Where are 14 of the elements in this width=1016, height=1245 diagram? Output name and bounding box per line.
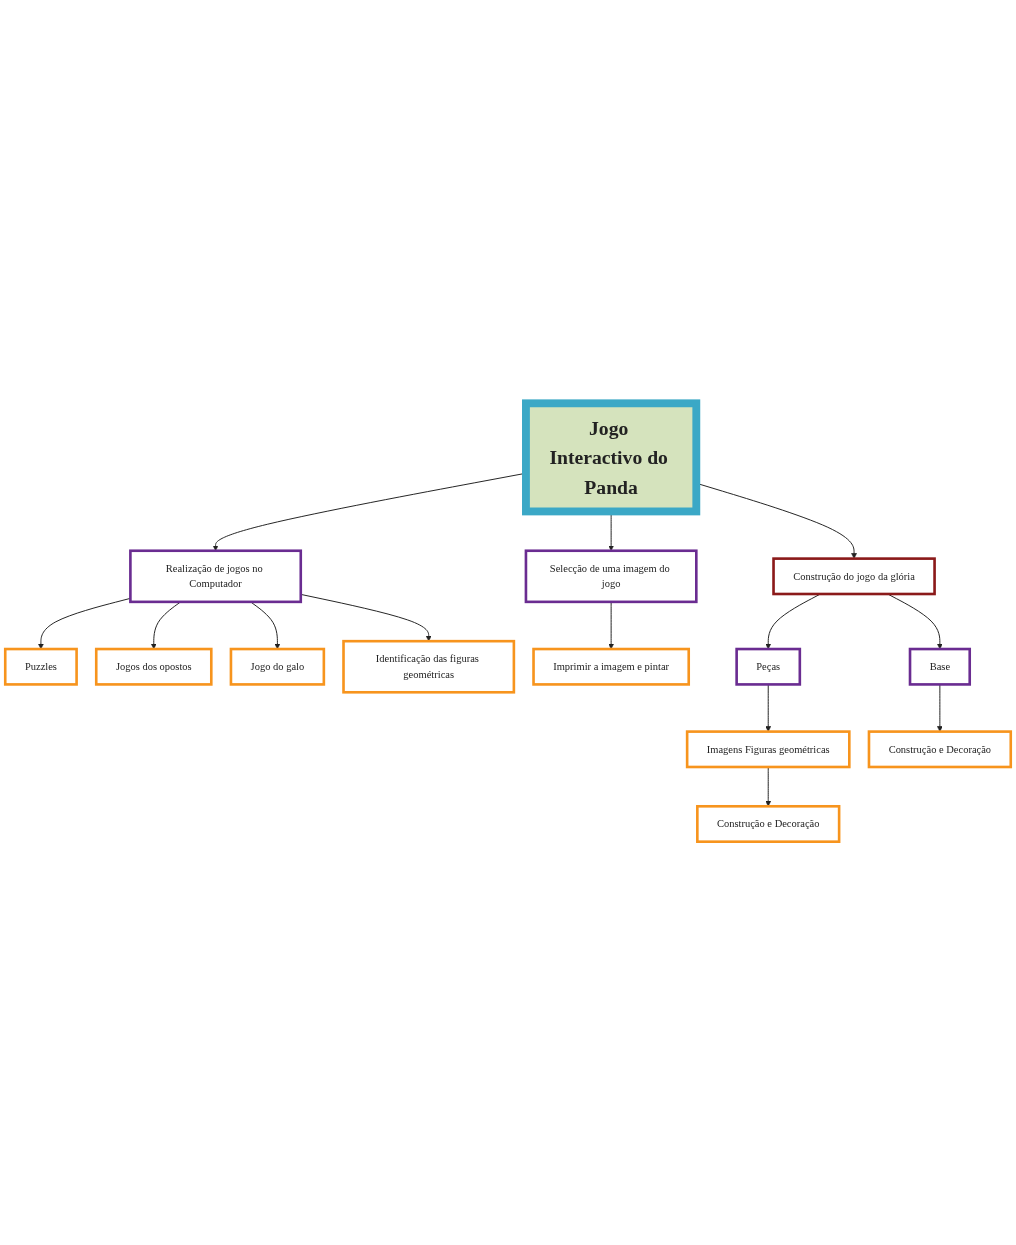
node-box: Jogo Interactivo do Panda [522,399,701,516]
node-box: Construção do jogo da glória [772,557,936,596]
node-box: Base [908,647,972,686]
node-box: Identificação das figuras geométricas [342,639,516,694]
node-box: Selecção de uma imagem do jogo [524,549,698,604]
node-box: Imprimir a imagem e pintar [532,647,691,686]
node-box: Jogo do galo [229,647,326,686]
node-box: Realização de jogos no Computador [129,549,303,604]
node-box: Jogos dos opostos [94,647,213,686]
node-box: Construção e Decoração [696,805,841,843]
node-box: Puzzles [3,647,78,686]
node-box: Imagens Figuras geométricas [685,730,851,769]
node-box: Construção e Decoração [867,730,1013,769]
node-box: Peças [735,647,802,686]
